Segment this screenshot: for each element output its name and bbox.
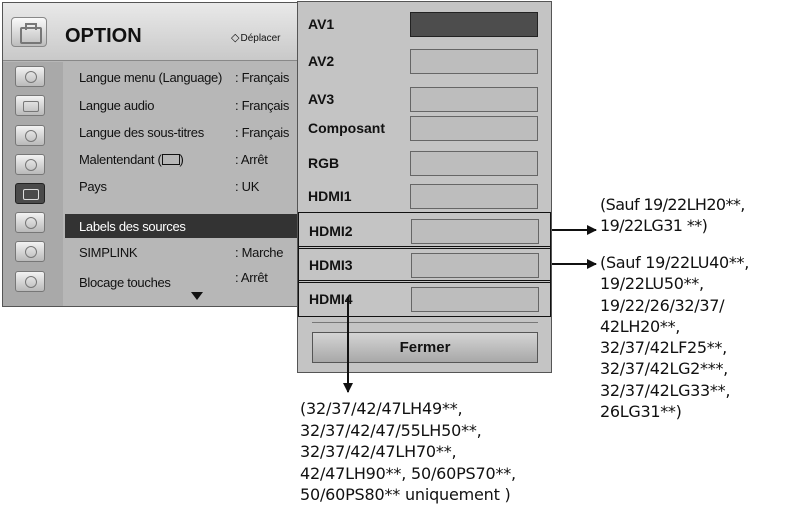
menu-row-value: : Français <box>235 70 290 85</box>
toolbox-icon <box>11 17 47 47</box>
menu-row-label: SIMPLINK <box>79 245 138 260</box>
menu-row-label-start: Malentendant ( <box>79 152 162 167</box>
note-line: 32/37/42/47LH70**, <box>300 442 457 462</box>
menu-row-value: : UK <box>235 179 260 194</box>
source-row-component[interactable]: Composant <box>298 110 551 147</box>
source-label-field[interactable] <box>410 116 538 141</box>
menu-category-icons <box>3 62 63 306</box>
menu-row-value: : Arrêt <box>235 270 268 285</box>
scroll-down-arrow-icon[interactable] <box>191 292 203 300</box>
source-label-field[interactable] <box>410 87 538 112</box>
option-icon[interactable] <box>15 183 45 204</box>
menu-row-value: : Français <box>235 125 290 140</box>
menu-row-country[interactable]: Pays : UK <box>65 174 299 198</box>
menu-row-label: Pays <box>79 179 107 194</box>
source-name: Composant <box>308 120 385 136</box>
input-icon[interactable] <box>15 241 45 262</box>
menu-row-hard-of-hearing[interactable]: Malentendant () : Arrêt <box>65 147 299 171</box>
menu-row-label-end: ) <box>179 152 184 167</box>
note-line: 42LH20**, <box>600 316 681 336</box>
source-row-av2[interactable]: AV2 <box>298 43 551 80</box>
note-line: 42/47LH90**, 50/60PS70**, <box>300 463 516 483</box>
navigation-hint: ◇Déplacer <box>231 31 281 44</box>
menu-row-label: Langue menu (Language) <box>79 70 223 85</box>
menu-row-input-labels[interactable]: Labels des sources <box>65 214 299 238</box>
note-line: 19/22LU50**, <box>600 274 704 294</box>
menu-row-label: Labels des sources <box>79 219 186 234</box>
source-row-hdmi4[interactable]: HDMI4 <box>298 280 551 317</box>
navigation-hint-label: Déplacer <box>240 33 281 44</box>
source-row-hdmi1[interactable]: HDMI1 <box>298 178 551 215</box>
picture-icon[interactable] <box>15 95 45 116</box>
panel-divider <box>312 322 538 323</box>
source-row-rgb[interactable]: RGB <box>298 145 551 182</box>
menu-row-subtitle-language[interactable]: Langue des sous-titres : Français <box>65 120 299 144</box>
menu-row-label: Langue des sous-titres <box>79 125 204 140</box>
input-labels-panel: AV1 AV2 AV3 Composant RGB HDMI1 HDMI2 HD… <box>297 1 552 373</box>
source-name: HDMI4 <box>309 291 353 307</box>
menu-row-value: : Marche <box>235 245 284 260</box>
source-name: HDMI2 <box>309 223 353 239</box>
audio-icon[interactable] <box>15 125 45 146</box>
note-line: 32/37/42LG33**, <box>600 380 731 400</box>
note-line: (32/37/42/47LH49**, <box>300 399 463 418</box>
menu-row-value: : Français <box>235 98 290 113</box>
note-line: (Sauf 19/22LU40**, <box>600 253 750 272</box>
navigation-arrows-icon: ◇ <box>231 32 240 44</box>
option-menu-title: OPTION <box>65 25 142 47</box>
hdmi3-note: (Sauf 19/22LU40**, 19/22LU50**, 19/22/26… <box>600 252 785 422</box>
note-line: 32/37/42LF25**, <box>600 338 727 358</box>
menu-row-simplink[interactable]: SIMPLINK : Marche <box>65 240 299 264</box>
note-line: 26LG31**) <box>600 402 682 422</box>
source-label-field[interactable] <box>411 253 539 278</box>
source-label-field[interactable] <box>411 219 539 244</box>
note-line: 19/22/26/32/37/ <box>600 295 725 315</box>
menu-row-label: Langue audio <box>79 98 155 113</box>
menu-row-value: : Arrêt <box>235 152 268 167</box>
source-name: AV1 <box>308 16 335 32</box>
note-line: 50/60PS80** uniquement ) <box>300 485 511 505</box>
source-row-hdmi3[interactable]: HDMI3 <box>298 246 551 283</box>
subtitle-box-icon <box>161 154 180 165</box>
menu-row-menu-language[interactable]: Langue menu (Language) : Français <box>65 65 299 89</box>
source-name: AV2 <box>308 53 335 69</box>
source-label-field[interactable] <box>410 184 538 209</box>
hdmi2-note: (Sauf 19/22LH20**, 19/22LG31 **) <box>600 194 785 236</box>
source-row-av3[interactable]: AV3 <box>298 81 551 118</box>
option-menu-header: OPTION ◇Déplacer <box>3 3 299 61</box>
note-line: (Sauf 19/22LH20**, <box>600 195 745 214</box>
menu-row-audio-language[interactable]: Langue audio : Français <box>65 93 299 117</box>
source-name: HDMI3 <box>309 257 353 273</box>
source-name: AV3 <box>308 91 335 107</box>
source-label-field[interactable] <box>411 287 539 312</box>
source-label-field[interactable] <box>410 49 538 74</box>
note-line: 32/37/42/47/55LH50**, <box>300 420 482 440</box>
source-label-field[interactable] <box>410 151 538 176</box>
source-row-av1[interactable]: AV1 <box>298 6 551 43</box>
source-name: HDMI1 <box>308 188 352 204</box>
option-menu-panel: OPTION ◇Déplacer Langue menu (Language) … <box>2 2 300 307</box>
lock-icon[interactable] <box>15 212 45 233</box>
close-button[interactable]: Fermer <box>312 332 538 363</box>
menu-row-label: Blocage touches <box>79 275 171 290</box>
satellite-dish-icon[interactable] <box>15 66 45 87</box>
clock-icon[interactable] <box>15 154 45 175</box>
source-label-field[interactable] <box>410 12 538 37</box>
source-name: RGB <box>308 155 340 171</box>
usb-icon[interactable] <box>15 271 45 292</box>
hdmi4-note: (32/37/42/47LH49**, 32/37/42/47/55LH50**… <box>300 398 600 506</box>
note-line: 19/22LG31 **) <box>600 216 708 235</box>
menu-row-label: Malentendant () <box>79 152 184 167</box>
menu-row-key-lock[interactable]: Blocage touches : Arrêt <box>65 270 299 294</box>
note-line: 32/37/42LG2***, <box>600 359 728 379</box>
source-row-hdmi2[interactable]: HDMI2 <box>298 212 551 249</box>
